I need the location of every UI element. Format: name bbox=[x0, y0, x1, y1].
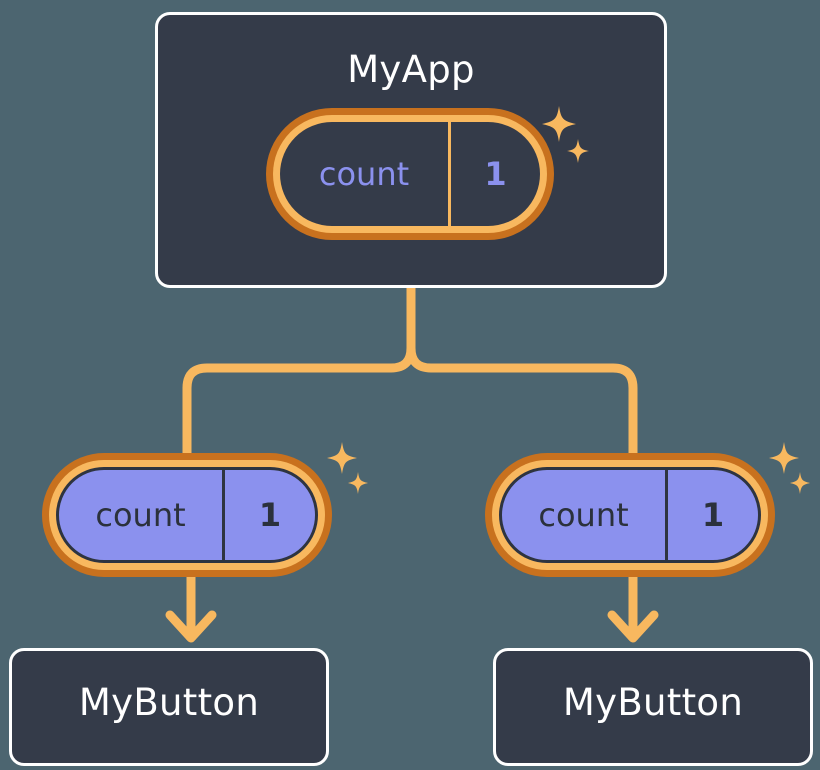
component-box-mybutton-left[interactable]: MyButton bbox=[9, 648, 329, 766]
signal-pill-ring-inner: count 1 bbox=[49, 460, 325, 570]
signal-name: count bbox=[95, 496, 186, 534]
signal-name: count bbox=[538, 496, 629, 534]
fork-connector-path bbox=[182, 283, 416, 460]
signal-pill-body: count 1 bbox=[56, 467, 318, 563]
signal-value: 1 bbox=[448, 122, 540, 226]
component-title-mybutton: MyButton bbox=[562, 681, 744, 724]
arrow-head-left bbox=[165, 610, 217, 643]
signal-value: 1 bbox=[665, 470, 758, 560]
signal-pill-myapp[interactable]: count 1 bbox=[266, 108, 554, 240]
sparkles-icon bbox=[323, 442, 369, 500]
component-title-myapp: MyApp bbox=[347, 48, 475, 91]
signal-value: 1 bbox=[222, 470, 315, 560]
fork-connector-path-right bbox=[406, 343, 638, 460]
signal-pill-body: count 1 bbox=[499, 467, 761, 563]
signal-pill-child-left[interactable]: count 1 bbox=[42, 453, 332, 577]
signal-name: count bbox=[318, 155, 410, 193]
sparkles-icon bbox=[765, 442, 811, 500]
signal-pill-child-right[interactable]: count 1 bbox=[485, 453, 775, 577]
signal-pill-ring-inner: count 1 bbox=[492, 460, 768, 570]
arrow-head-right bbox=[607, 610, 659, 643]
signal-pill-ring-inner: count 1 bbox=[273, 115, 547, 233]
component-box-mybutton-right[interactable]: MyButton bbox=[493, 648, 813, 766]
component-title-mybutton: MyButton bbox=[78, 681, 260, 724]
signal-pill-body: count 1 bbox=[280, 122, 540, 226]
